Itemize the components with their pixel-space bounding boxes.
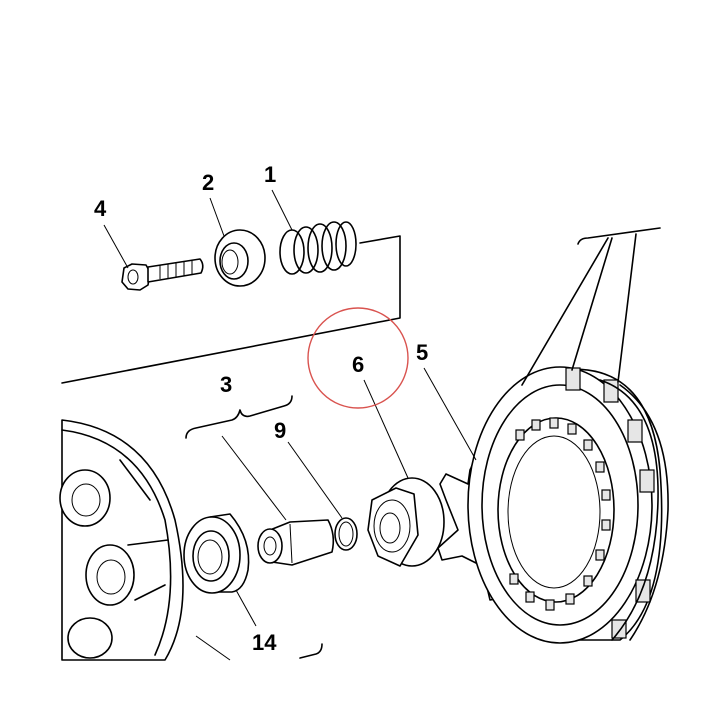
part-clutch-pack xyxy=(467,366,669,644)
highlight-circle xyxy=(307,307,409,409)
callout-4: 4 xyxy=(94,196,107,221)
callout-5: 5 xyxy=(416,340,428,365)
part-o-ring xyxy=(334,517,358,551)
part-bolt xyxy=(121,258,204,291)
leader-lines xyxy=(103,189,477,661)
part-nut xyxy=(367,477,445,567)
callout-9: 9 xyxy=(274,418,286,443)
part-washer xyxy=(214,229,266,287)
callout-3: 3 xyxy=(220,372,232,397)
bracket-clutch-group xyxy=(521,227,661,386)
part-bearing xyxy=(183,513,250,594)
callout-2: 2 xyxy=(202,170,214,195)
part-clutch-drum-left xyxy=(59,419,184,661)
callout-1: 1 xyxy=(264,162,276,187)
spline-teeth xyxy=(509,417,611,611)
callout-14: 14 xyxy=(252,630,277,655)
callout-6: 6 xyxy=(352,352,364,377)
part-plunger xyxy=(257,519,335,566)
bracket-3 xyxy=(185,395,293,439)
inset-panel-outline xyxy=(61,235,401,384)
